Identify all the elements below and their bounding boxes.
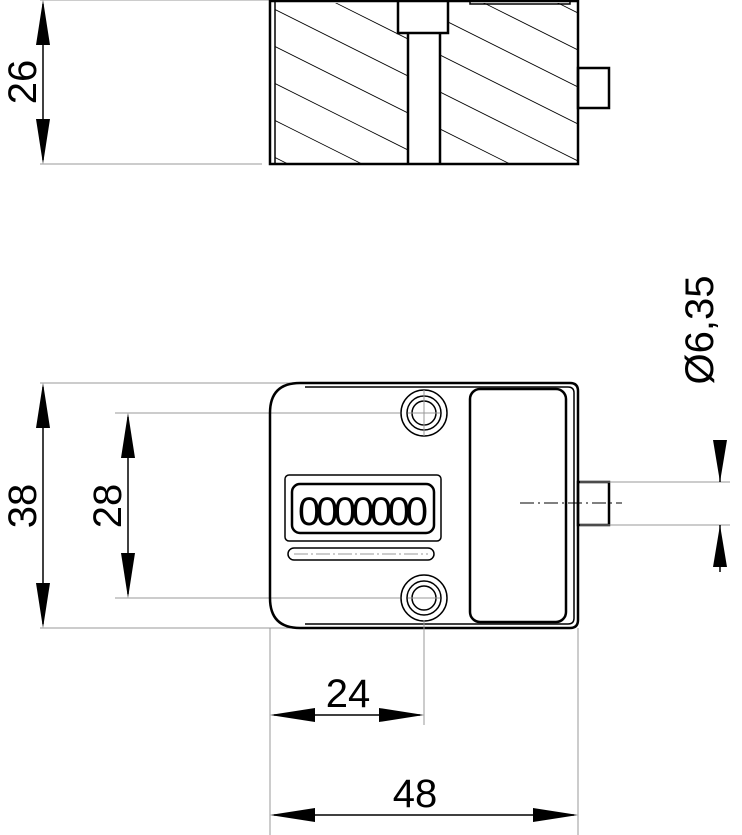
- svg-text:28: 28: [86, 484, 130, 529]
- hatch-line: [270, 192, 590, 352]
- hatch-line: [275, 46, 408, 114]
- hatch-line: [275, 83, 408, 151]
- hatch-line: [275, 9, 408, 77]
- hatch-line: [275, 157, 287, 163]
- hatch-line: [270, 155, 590, 315]
- hatch-line: [270, 192, 590, 352]
- svg-text:48: 48: [393, 772, 438, 816]
- side-section-view: [40, 0, 611, 352]
- dimension-48: 48: [270, 772, 578, 822]
- dimension-28: 28: [86, 413, 135, 598]
- counter-display: 0000000: [298, 490, 428, 534]
- dimension-24: 24: [270, 672, 424, 722]
- mounting-hole-bottom: [400, 574, 448, 622]
- dimension-26: 26: [1, 0, 50, 164]
- svg-text:38: 38: [1, 484, 45, 529]
- dimension-38: 38: [1, 383, 50, 628]
- hatch-line: [440, 17, 577, 87]
- mounting-hole-top: [400, 389, 448, 437]
- svg-text:Ø6,35: Ø6,35: [678, 276, 722, 385]
- hatch-line: [440, 91, 577, 161]
- hatch-line: [440, 54, 577, 124]
- hatch-line: [483, 3, 577, 50]
- section-hatching: [270, 3, 590, 352]
- hatch-line: [275, 120, 361, 163]
- front-view: 0000000: [40, 381, 730, 835]
- dimension-diameter: Ø6,35: [678, 276, 727, 572]
- svg-text:26: 26: [1, 60, 45, 105]
- svg-text:24: 24: [326, 672, 371, 716]
